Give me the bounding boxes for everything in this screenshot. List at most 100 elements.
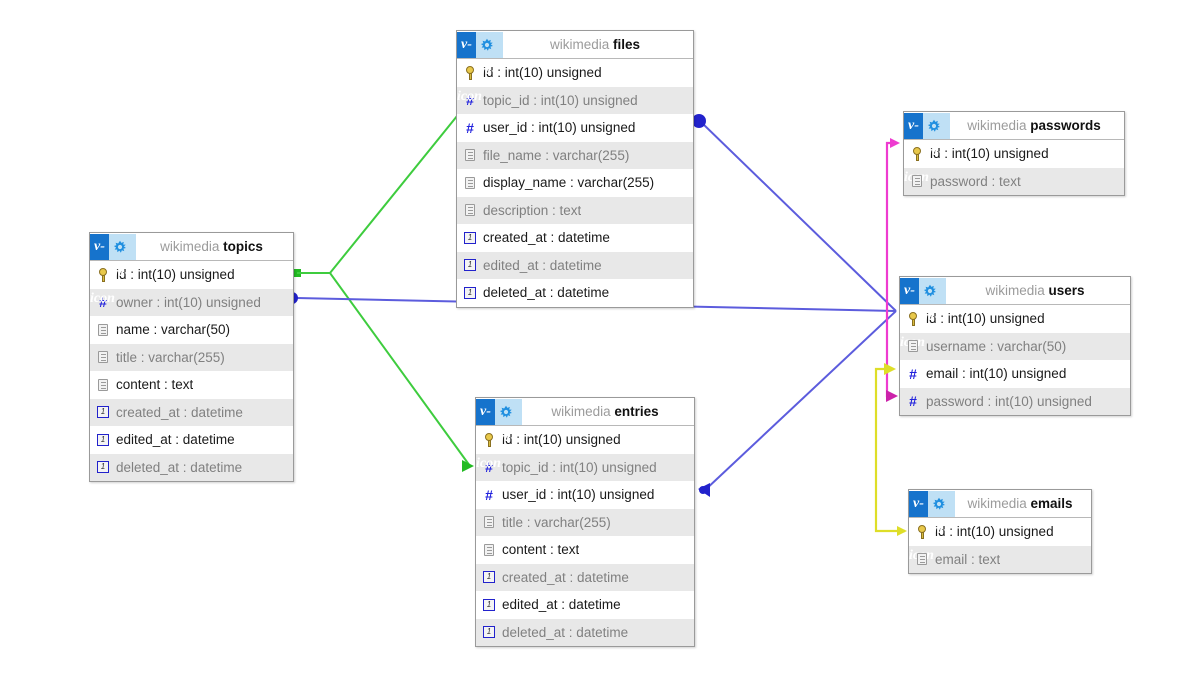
document-icon (915, 552, 929, 566)
table-schema-label: wikimedia (549, 37, 610, 52)
hash-icon: # (909, 365, 917, 382)
field-row[interactable]: username : varchar(50) (900, 332, 1130, 360)
field-row[interactable]: password : text (904, 167, 1124, 195)
v-badge-icon[interactable]: v-badge-icon (909, 490, 948, 563)
field-label: password : text (930, 173, 1021, 189)
table-name-label: files (613, 37, 641, 52)
field-row[interactable]: # user_id : int(10) unsigned (476, 481, 694, 509)
edge-arrow-emails-id (897, 526, 907, 536)
table-header-files[interactable]: v-badge-icon wikimedia files (457, 31, 693, 104)
hash-icon: # (485, 486, 493, 503)
table-files[interactable]: v-badge-icon wikimedia files id : int(10) … (456, 30, 694, 308)
table-name-label: passwords (1030, 118, 1101, 133)
field-label: email : text (935, 551, 1001, 567)
field-row[interactable]: title : varchar(255) (90, 343, 293, 371)
document-icon (96, 378, 110, 392)
field-row[interactable]: #topic_id : int(10) unsigned (457, 86, 693, 114)
field-row[interactable]: id : int(10) unsigned (90, 261, 293, 289)
table-title-files: wikimedia files (503, 37, 693, 52)
relation-users-entries (698, 310, 897, 497)
field-row[interactable]: id : int(10) unsigned (909, 518, 1091, 546)
table-header-users[interactable]: v-badge-icon wikimedia users (900, 277, 1130, 350)
gear-icon[interactable] (928, 491, 950, 517)
field-label: file_name : varchar(255) (483, 147, 630, 163)
field-row[interactable]: id : int(10) unsigned (904, 140, 1124, 168)
table-header-icons: v-badge-icon (909, 490, 955, 563)
field-label: password : int(10) unsigned (926, 393, 1092, 409)
document-icon (463, 176, 477, 190)
field-label: deleted_at : datetime (116, 459, 243, 475)
hash-icon: # (482, 460, 496, 474)
field-row[interactable]: #email : int(10) unsigned (900, 360, 1130, 388)
field-label: topic_id : int(10) unsigned (502, 459, 657, 475)
gear-icon[interactable] (476, 32, 498, 58)
field-row[interactable]: # user_id : int(10) unsigned (457, 114, 693, 142)
calendar-icon: 1 (463, 231, 477, 245)
field-row[interactable]: email : text (909, 545, 1091, 573)
gear-icon[interactable] (919, 278, 941, 304)
table-header-icons: v-badge-icon (900, 277, 946, 350)
field-label: title : varchar(255) (116, 349, 225, 365)
field-row[interactable]: display_name : varchar(255) (457, 169, 693, 197)
hash-icon: # (466, 119, 474, 136)
field-row[interactable]: description : text (457, 196, 693, 224)
v-badge-icon[interactable]: v-badge-icon (90, 233, 129, 306)
hash-icon: # (909, 393, 917, 410)
gear-icon[interactable] (923, 113, 945, 139)
field-row[interactable]: id : int(10) unsigned (900, 305, 1130, 333)
field-row[interactable]: # password : int(10) unsigned (900, 387, 1130, 415)
field-row[interactable]: #owner : int(10) unsigned (90, 288, 293, 316)
table-name-label: topics (223, 239, 263, 254)
field-label: user_id : int(10) unsigned (502, 487, 655, 503)
key-icon (906, 311, 920, 326)
document-icon (910, 174, 924, 188)
edge-arrow-users-email (884, 363, 896, 375)
relation-users-files (692, 114, 897, 312)
field-row[interactable]: name : varchar(50) (90, 316, 293, 344)
v-badge-icon[interactable]: v-badge-icon (476, 398, 515, 471)
field-row[interactable]: file_name : varchar(255) (457, 141, 693, 169)
table-users[interactable]: v-badge-icon wikimedia users id : int(10) … (899, 276, 1131, 416)
gear-icon[interactable] (109, 234, 131, 260)
field-row[interactable]: content : text (90, 371, 293, 399)
field-row[interactable]: content : text (476, 536, 694, 564)
v-badge-icon[interactable]: v-badge-icon (904, 112, 943, 185)
field-label: user_id : int(10) unsigned (483, 120, 636, 136)
key-icon (96, 267, 110, 282)
v-badge-icon[interactable]: v-badge-icon (900, 277, 939, 350)
key-icon (463, 65, 477, 80)
field-label: edited_at : datetime (116, 432, 235, 448)
field-row[interactable]: id : int(10) unsigned (457, 59, 693, 87)
field-label: content : text (116, 377, 194, 393)
table-name-label: entries (614, 404, 659, 419)
field-row[interactable]: title : varchar(255) (476, 508, 694, 536)
field-label: edited_at : datetime (502, 597, 621, 613)
table-title-users: wikimedia users (946, 283, 1130, 298)
field-row[interactable]: # topic_id : int(10) unsigned (476, 453, 694, 481)
document-icon (463, 203, 477, 217)
calendar-icon: 1 (463, 258, 477, 272)
gear-icon[interactable] (495, 399, 517, 425)
document-icon (96, 323, 110, 337)
v-badge-icon[interactable]: v-badge-icon (457, 31, 496, 104)
field-label: username : varchar(50) (926, 338, 1067, 354)
field-row[interactable]: id : int(10) unsigned (476, 426, 694, 454)
